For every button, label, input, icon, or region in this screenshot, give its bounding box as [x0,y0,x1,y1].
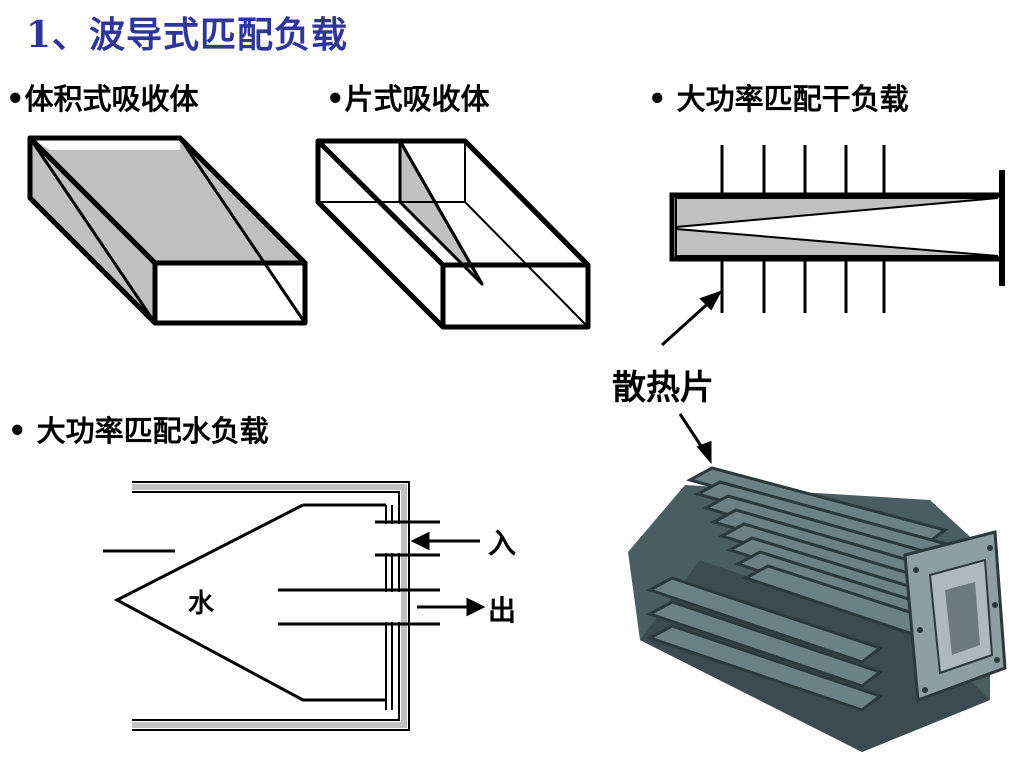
water-label: 水 [188,589,215,619]
water-load-figure: 水 入 出 [103,481,516,731]
page-title: 1、波导式匹配负载 [26,14,349,56]
bulk-absorber-label: •体积式吸收体 [6,82,199,116]
sheet-absorber-label: •片式吸收体 [326,82,490,116]
dry-load-label: • 大功率匹配干负载 [648,82,909,116]
heat-sink-arrows [660,290,723,465]
finned-load-photo [628,466,1007,752]
sheet-absorber-figure [315,138,591,330]
heat-sink-label: 散热片 [612,368,714,408]
bulk-absorber-figure [27,135,308,326]
outlet-label: 出 [488,594,516,627]
water-load-label: • 大功率匹配水负载 [8,414,269,448]
inlet-label: 入 [488,527,516,560]
dry-load-figure [669,145,1005,313]
